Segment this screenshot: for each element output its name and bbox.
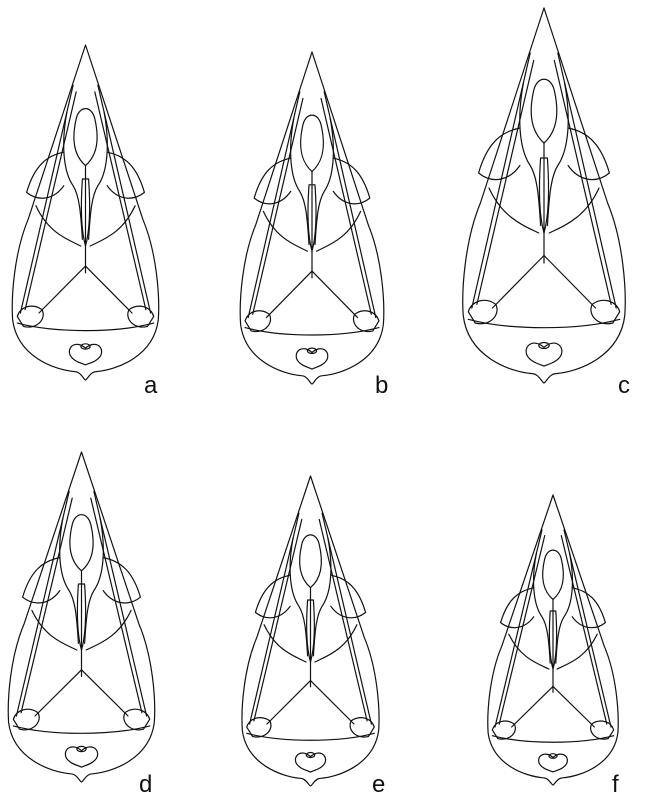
lacrimal-left xyxy=(27,152,64,198)
jugal-inner-right xyxy=(95,92,146,310)
skull-drawing-a xyxy=(8,45,163,380)
lacrimal-right xyxy=(568,128,609,180)
interorbital-right xyxy=(549,188,599,233)
panel-label-f: f xyxy=(612,773,619,797)
panel-label-b: b xyxy=(375,374,388,398)
jugal-inner-left xyxy=(254,519,302,721)
jugal-inner-left xyxy=(253,99,303,315)
interorbital-left xyxy=(36,206,81,246)
maxillopalatine xyxy=(531,79,557,143)
pterygoid-left xyxy=(39,266,86,313)
pterygoid-right xyxy=(311,681,355,724)
interorbital-right xyxy=(86,610,131,650)
pterygoid-right xyxy=(544,256,596,309)
skull-d-svg xyxy=(4,452,159,782)
foramen-magnum xyxy=(69,344,101,365)
foramen-magnum xyxy=(526,343,562,366)
skull-e-svg xyxy=(238,476,383,786)
lacrimal-left xyxy=(255,575,290,618)
interorbital-left xyxy=(489,188,539,233)
jugal-inner-left xyxy=(477,61,534,305)
lacrimal-left xyxy=(479,128,520,180)
lacrimal-left xyxy=(254,158,291,204)
pterygoid-left xyxy=(266,271,312,318)
panel-label-d: d xyxy=(139,773,152,797)
interorbital-right xyxy=(317,211,361,251)
foramen-magnum xyxy=(295,753,325,772)
skull-drawing-e xyxy=(238,476,383,786)
jugal-inner-right xyxy=(91,498,142,713)
pterygoid-left xyxy=(492,256,544,309)
interorbital-left xyxy=(509,634,549,669)
interorbital-right xyxy=(90,206,135,246)
panel-label-a: a xyxy=(144,374,157,398)
interorbital-right xyxy=(557,634,597,669)
maxillopalatine xyxy=(543,550,564,599)
maxillopalatine xyxy=(74,109,97,166)
lacrimal-left xyxy=(23,558,60,603)
pterygoid-right xyxy=(82,670,129,716)
jugal-inner-right xyxy=(319,519,367,721)
interorbital-left xyxy=(32,610,77,650)
maxillopalatine xyxy=(300,535,322,588)
jugal-inner-left xyxy=(21,498,72,713)
lacrimal-left xyxy=(501,588,534,628)
jugal-inner-right xyxy=(554,61,611,305)
pterygoid-left xyxy=(35,670,82,716)
interorbital-right xyxy=(315,625,357,662)
panel-label-e: e xyxy=(372,773,385,797)
foramen-magnum xyxy=(65,747,97,767)
lacrimal-right xyxy=(103,558,140,603)
pterygoid-right xyxy=(312,271,358,318)
lacrimal-right xyxy=(572,588,605,628)
skull-f-svg xyxy=(484,495,622,785)
lacrimal-right xyxy=(331,575,366,618)
skull-drawing-b xyxy=(236,52,388,384)
skull-a-svg xyxy=(8,45,163,380)
pterygoid-left xyxy=(267,681,311,724)
lacrimal-right xyxy=(333,158,370,204)
foramen-magnum xyxy=(539,754,568,772)
skull-drawing-d xyxy=(4,452,159,782)
pterygoid-left xyxy=(512,686,553,727)
maxillopalatine xyxy=(70,515,93,571)
jugal-inner-right xyxy=(561,536,607,725)
interorbital-left xyxy=(264,625,306,662)
pterygoid-right xyxy=(553,686,594,727)
skull-c-svg xyxy=(458,8,630,383)
pterygoid-right xyxy=(86,266,133,313)
jugal-inner-left xyxy=(25,92,76,310)
skull-b-svg xyxy=(236,52,388,384)
panel-label-c: c xyxy=(618,374,630,398)
lacrimal-right xyxy=(107,152,144,198)
skull-drawing-c xyxy=(458,8,630,383)
jugal-inner-left xyxy=(499,536,545,725)
foramen-magnum xyxy=(296,349,328,369)
maxillopalatine xyxy=(301,115,324,171)
jugal-inner-right xyxy=(321,99,371,315)
interorbital-left xyxy=(263,211,307,251)
skull-drawing-f xyxy=(484,495,622,785)
